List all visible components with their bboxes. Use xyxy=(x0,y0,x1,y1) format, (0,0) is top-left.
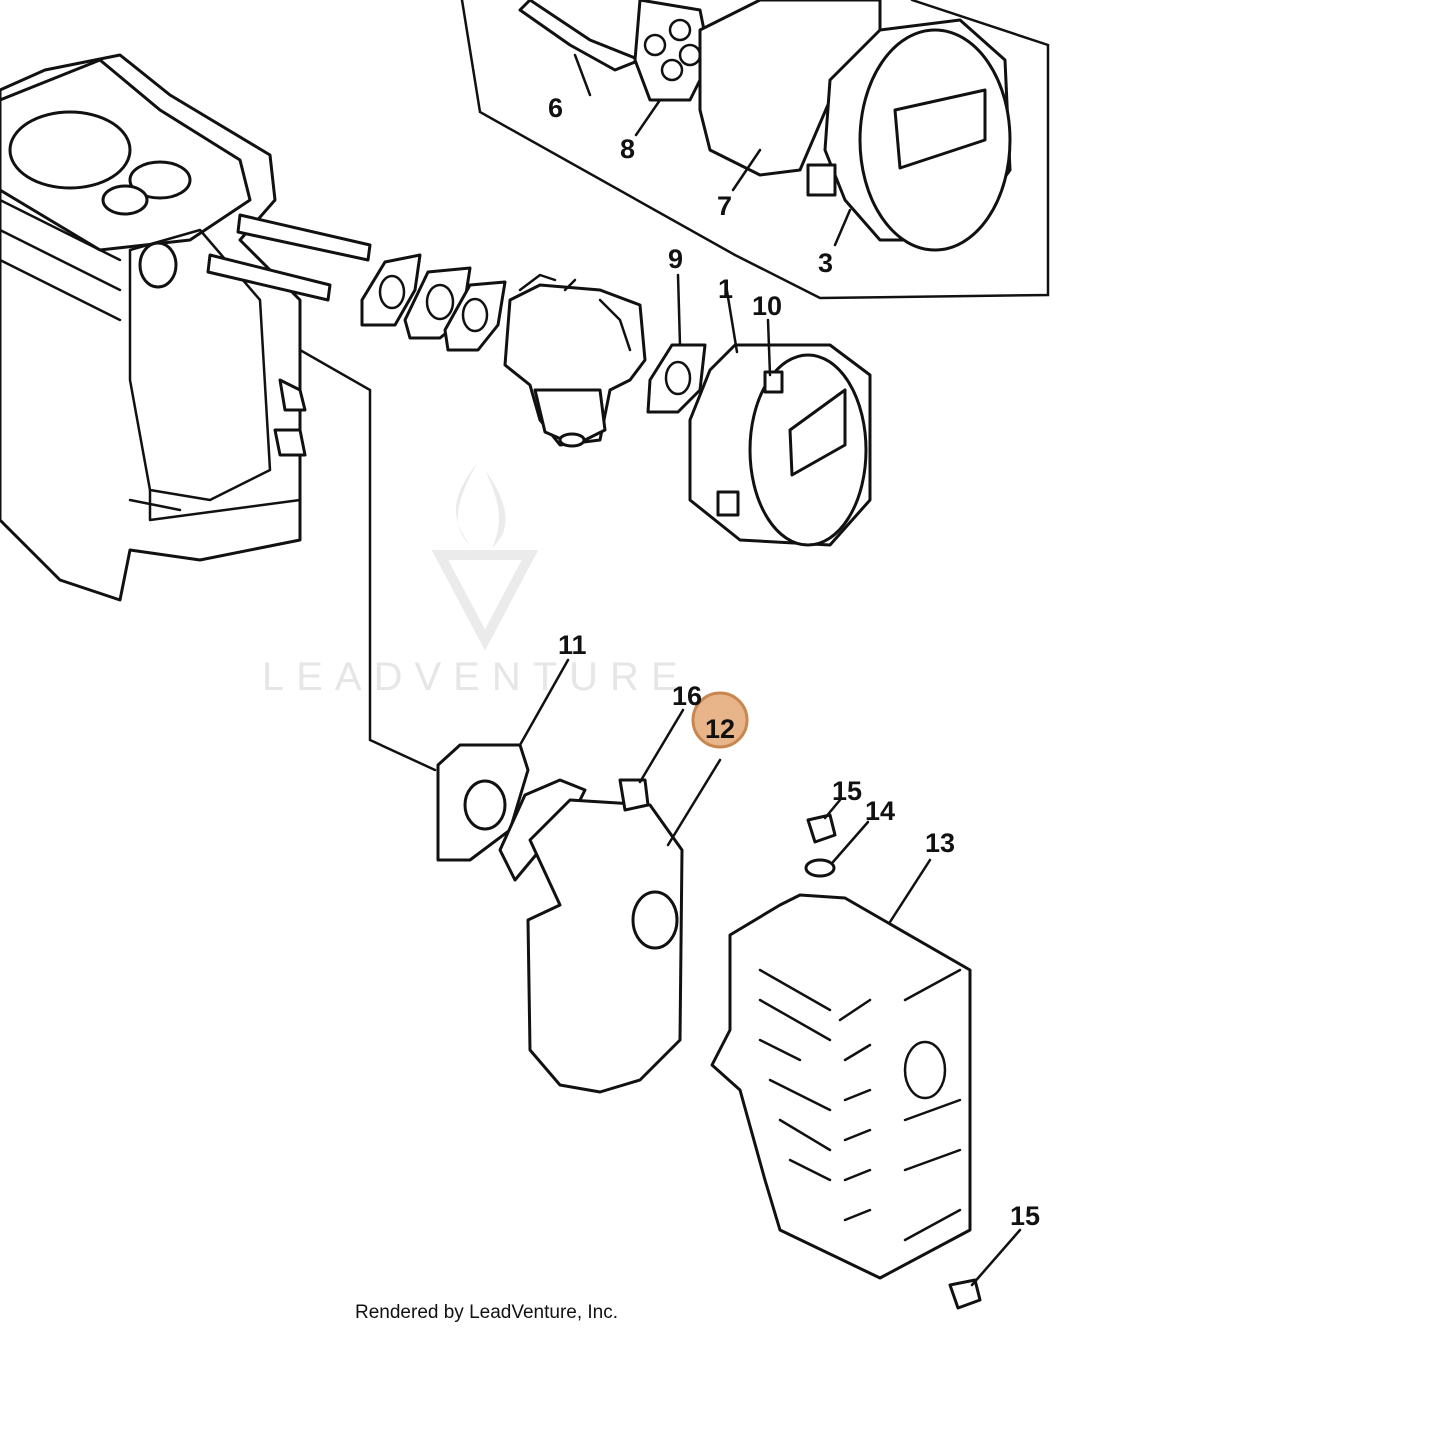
callout-1[interactable]: 1 xyxy=(718,274,733,304)
bolt-15-bottom xyxy=(948,1278,982,1310)
callout-11[interactable]: 11 xyxy=(558,630,587,660)
callout-6[interactable]: 6 xyxy=(548,93,563,123)
leader-lines xyxy=(518,53,1022,1287)
bolt-15-top xyxy=(806,813,837,844)
air-filter-group xyxy=(518,0,1012,252)
callout-labels: 6 8 7 3 9 1 10 11 16 12 15 14 13 15 xyxy=(548,93,1040,1231)
callout-13[interactable]: 13 xyxy=(925,828,955,858)
mounting-studs xyxy=(206,213,372,302)
exhaust-gasket xyxy=(436,743,530,862)
air-cleaner-gasket xyxy=(646,343,707,414)
hardware xyxy=(804,813,982,1310)
callout-7[interactable]: 7 xyxy=(717,191,732,221)
air-cleaner-base xyxy=(688,343,872,547)
carburetor xyxy=(503,273,647,448)
callout-16[interactable]: 16 xyxy=(672,681,702,711)
callout-15-top[interactable]: 15 xyxy=(832,776,862,806)
intake-gaskets xyxy=(360,253,507,352)
credit-text: Rendered by LeadVenture, Inc. xyxy=(355,1302,618,1323)
engine-block xyxy=(0,53,307,602)
muffler xyxy=(498,778,684,1094)
callout-12-highlight[interactable] xyxy=(691,691,749,749)
watermark-text: LEADVENTURE xyxy=(262,655,690,699)
callout-10[interactable]: 10 xyxy=(752,291,782,321)
callout-12[interactable]: 12 xyxy=(705,714,735,744)
callout-8[interactable]: 8 xyxy=(620,134,635,164)
callout-15-bottom[interactable]: 15 xyxy=(1010,1201,1040,1231)
callout-3[interactable]: 3 xyxy=(818,248,833,278)
watermark: LEADVENTURE xyxy=(262,462,690,699)
callout-14[interactable]: 14 xyxy=(865,796,895,826)
washer-14 xyxy=(804,858,836,878)
heat-shield xyxy=(710,893,972,1280)
callout-9[interactable]: 9 xyxy=(668,244,683,274)
flame-v-logo-icon xyxy=(431,462,539,651)
